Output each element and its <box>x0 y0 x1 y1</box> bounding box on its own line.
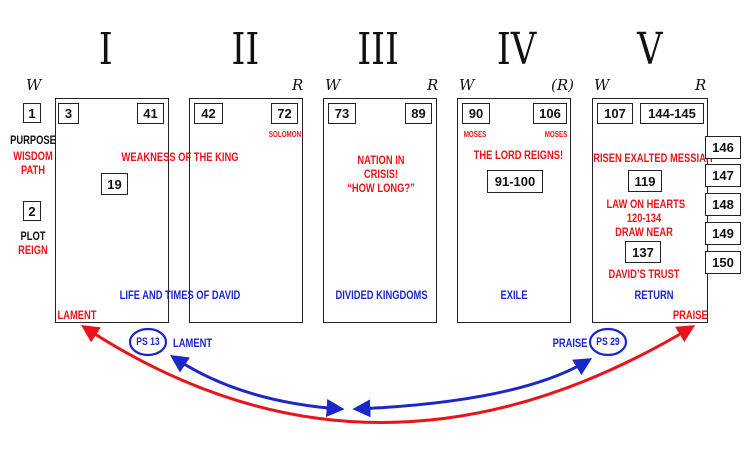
davids-trust-label: DAVID’S TRUST <box>608 267 680 281</box>
book-1-panel <box>55 98 169 323</box>
w-label-intro: W <box>26 76 42 94</box>
law-on-hearts-label: LAW ON HEARTS <box>606 197 686 211</box>
ps13-oval <box>128 327 168 357</box>
ps29-label: PS 29 <box>596 336 620 348</box>
psalm-42-box: 42 <box>194 103 223 124</box>
blue-arrow-ps13 <box>170 354 345 417</box>
psalm-3-box: 3 <box>58 103 79 124</box>
psalm-149-box: 149 <box>705 222 741 245</box>
psalm-19-box: 19 <box>101 173 128 195</box>
psalm-137-box: 137 <box>625 241 661 263</box>
ps29-praise-caption: PRAISE <box>552 336 588 350</box>
ps13-label: PS 13 <box>136 336 160 348</box>
solomon-label: SOLOMON <box>268 130 302 139</box>
book-4-panel <box>457 98 571 323</box>
psalm-107-box: 107 <box>597 103 633 124</box>
psalm-73-box: 73 <box>328 103 356 124</box>
exile-label: EXILE <box>500 288 528 302</box>
r-paren-label-book4: (R) <box>551 76 574 94</box>
return-label: RETURN <box>634 288 674 302</box>
psalm-148-box: 148 <box>705 193 741 216</box>
weakness-of-the-king-label: WEAKNESS OF THE KING <box>121 150 239 164</box>
lament-corner-label: LAMENT <box>57 308 97 322</box>
book-3-panel <box>323 98 437 323</box>
w-label-book4: W <box>459 76 475 94</box>
life-and-times-of-david-label: LIFE AND TIMES OF DAVID <box>119 288 241 302</box>
book-4-numeral: IV <box>496 24 537 75</box>
psalm-147-box: 147 <box>705 164 741 187</box>
red-arc-lament-to-praise <box>80 325 696 424</box>
nation-in-label: NATION IN <box>357 153 405 167</box>
ps13-lament-caption: LAMENT <box>173 336 213 350</box>
r-label-book2: R <box>292 76 304 94</box>
psalm-146-box: 146 <box>705 136 741 159</box>
moses-right-label: MOSES <box>544 130 568 139</box>
wisdom-label: WISDOM <box>13 149 53 163</box>
psalm-150-box: 150 <box>705 251 741 274</box>
psalm-119-box: 119 <box>628 170 662 192</box>
praise-corner-label: PRAISE <box>672 308 708 322</box>
book-2-panel <box>189 98 303 323</box>
psalm-72-box: 72 <box>271 103 298 124</box>
r-label-book5: R <box>695 76 707 94</box>
psalms-144-145-box: 144-145 <box>640 103 704 124</box>
blue-arrow-ps29 <box>352 358 593 418</box>
divided-kingdoms-label: DIVIDED KINGDOMS <box>335 288 428 302</box>
how-long-label: “HOW LONG?” <box>347 181 415 195</box>
book-5-numeral: V <box>637 24 663 75</box>
book-1-numeral: I <box>98 24 113 75</box>
songs-120-134-label: 120-134 <box>626 211 662 225</box>
path-label: PATH <box>20 163 46 177</box>
book-3-numeral: III <box>357 24 399 75</box>
psalm-1-box: 1 <box>23 103 41 123</box>
psalm-41-box: 41 <box>137 103 164 124</box>
moses-left-label: MOSES <box>463 130 487 139</box>
psalm-90-box: 90 <box>462 103 490 124</box>
w-label-book5: W <box>594 76 610 94</box>
w-label-book3: W <box>325 76 341 94</box>
crisis-label: CRISIS! <box>363 167 399 181</box>
plot-label: PLOT <box>20 229 46 243</box>
psalm-89-box: 89 <box>405 103 432 124</box>
book-5-panel <box>592 98 708 323</box>
reign-label: REIGN <box>18 243 48 257</box>
psalms-91-100-box: 91-100 <box>487 170 543 193</box>
book-2-numeral: II <box>231 24 260 75</box>
draw-near-label: DRAW NEAR <box>615 225 673 239</box>
the-lord-reigns-label: THE LORD REIGNS! <box>473 148 564 162</box>
ps29-oval <box>588 327 628 357</box>
psalm-2-box: 2 <box>23 201 41 221</box>
purpose-label: PURPOSE <box>10 133 56 147</box>
psalm-106-box: 106 <box>533 103 567 124</box>
risen-exalted-messiah-label: RISEN EXALTED MESSIAH <box>593 151 713 165</box>
r-label-book3: R <box>427 76 439 94</box>
